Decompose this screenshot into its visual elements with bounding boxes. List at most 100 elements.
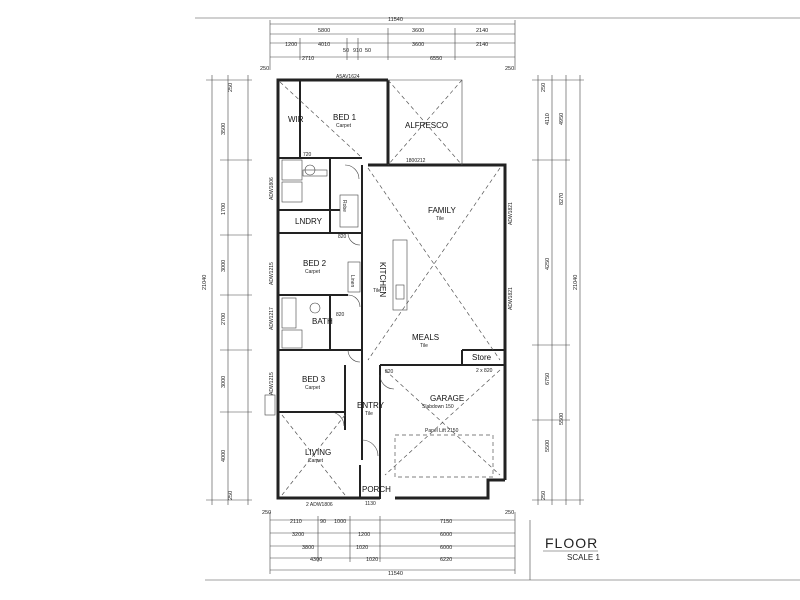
- left-seg-4-dim: 2700: [221, 313, 227, 325]
- room-garage-floor: Slabdown 150: [422, 404, 454, 410]
- window-top: A5AV1624: [336, 74, 360, 80]
- right-outer-3-dim: 5500: [559, 413, 565, 425]
- room-entry: ENTRY: [357, 401, 385, 410]
- top-row3-dim-2: 6550: [430, 56, 442, 62]
- left-edge-bottom-dim: 250: [228, 491, 234, 500]
- bathtub: [281, 297, 297, 329]
- roof-hip-lines: [279, 79, 501, 496]
- bottom-row1-dim-3: 1000: [334, 519, 346, 525]
- bottom-row2-dim-1: 3200: [292, 532, 304, 538]
- toilet-2: [309, 302, 321, 314]
- bottom-dimensions: 250 250 2110 90 1000 7150 3200 1200 6000…: [262, 510, 516, 577]
- shower: [281, 181, 303, 203]
- right-seg-1-dim: 4110: [545, 113, 551, 125]
- window-left-2: ADW1215: [269, 262, 275, 285]
- window-bottom: 2 ADW1806: [306, 502, 333, 508]
- room-living: LIVING: [305, 448, 331, 457]
- top-small-dim-3: 50: [365, 48, 371, 54]
- robe-cupboard: [339, 194, 359, 228]
- top-row2-dim-1: 1200: [285, 42, 297, 48]
- drawing-title: FLOOR: [545, 535, 598, 551]
- top-row2-dim-4: 2140: [476, 42, 488, 48]
- room-bed3: BED 3: [302, 375, 326, 384]
- bottom-row1-dim-4: 7150: [440, 519, 452, 525]
- vanity: [302, 169, 328, 177]
- top-small-dim-1: 50: [343, 48, 349, 54]
- door-sizes: 720 820 820 820 2 x 820 1130: [303, 152, 493, 507]
- top-row2-dim-3: 3600: [412, 42, 424, 48]
- room-meals-floor: Tile: [420, 343, 428, 349]
- door-size-5: 2 x 820: [476, 368, 493, 374]
- left-seg-2-dim: 1700: [221, 203, 227, 215]
- top-row1-dim-2: 3600: [412, 28, 424, 34]
- top-row1-dim-1: 5800: [318, 28, 330, 34]
- top-small-dim-2: 910: [353, 48, 362, 54]
- right-edge-top-dim: 250: [541, 83, 547, 92]
- door-swings: [329, 164, 395, 457]
- window-codes: A5AV1624 2 ADW1806 Panel Lift 2150 18002…: [269, 74, 514, 508]
- left-edge-top-dim: 250: [228, 83, 234, 92]
- bottom-row3-dim-3: 6000: [440, 545, 452, 551]
- left-overall-dim: 21040: [202, 275, 208, 290]
- garage-door-label: Panel Lift 2150: [425, 428, 459, 434]
- room-bed3-floor: Carpet: [305, 385, 321, 391]
- room-alfresco: ALFRESCO: [405, 121, 448, 130]
- bottom-overall-dim: 11540: [388, 571, 403, 577]
- bottom-row1-dim-2: 90: [320, 519, 326, 525]
- bottom-row4-dim-3: 6220: [440, 557, 452, 563]
- top-row1-dim-3: 2140: [476, 28, 488, 34]
- room-living-floor: Carpet: [308, 458, 324, 464]
- rainwater-tank: [264, 394, 276, 416]
- kitchen-island: [392, 239, 408, 311]
- bottom-edge-left-dim: 250: [262, 510, 271, 516]
- door-size-2: 820: [338, 234, 347, 240]
- bottom-row4-dim-1: 4300: [310, 557, 322, 563]
- laundry-tub: [281, 159, 303, 181]
- top-row3-dim-1: 2710: [302, 56, 314, 62]
- kitchen-sink: [395, 284, 405, 300]
- top-row2-dim-2: 4010: [318, 42, 330, 48]
- bottom-edge-right-dim: 250: [505, 510, 514, 516]
- right-outer-1-dim: 4950: [559, 113, 565, 125]
- door-size-3: 820: [336, 312, 345, 318]
- left-seg-3-dim: 3000: [221, 260, 227, 272]
- label-robe: Robe: [341, 200, 347, 212]
- bottom-row4-dim-2: 1020: [366, 557, 378, 563]
- right-dimensions: 21040 4110 4250 6750 4950 8270 5500 5500…: [532, 75, 584, 505]
- room-lndry: LNDRY: [295, 217, 323, 226]
- room-store: Store: [472, 353, 492, 362]
- bottom-row3-dim-1: 3800: [302, 545, 314, 551]
- room-entry-floor: Tile: [365, 411, 373, 417]
- bath-shower: [281, 329, 303, 349]
- right-seg-2-dim: 4250: [545, 258, 551, 270]
- interior-walls: [278, 80, 505, 480]
- window-left-3: ADW1217: [269, 307, 275, 330]
- right-edge-bottom-dim: 250: [541, 491, 547, 500]
- door-size-4: 820: [385, 369, 394, 375]
- right-overall-dim: 21040: [573, 275, 579, 290]
- room-kitchen: KITCHEN: [378, 262, 387, 297]
- window-right-1: ADW1821: [508, 202, 514, 225]
- room-bed1-floor: Carpet: [336, 123, 352, 129]
- room-family: FAMILY: [428, 206, 457, 215]
- window-left-4: ADW1215: [269, 372, 275, 395]
- room-bed2-floor: Carpet: [305, 269, 321, 275]
- top-edge-right-dim: 250: [505, 66, 514, 72]
- room-meals: MEALS: [412, 333, 439, 342]
- room-porch: PORCH: [362, 485, 391, 494]
- title-block: FLOOR SCALE 1: [529, 520, 600, 580]
- left-seg-6-dim: 4000: [221, 450, 227, 462]
- room-garage: GARAGE: [430, 394, 464, 403]
- window-left-1: ADW1806: [269, 177, 275, 200]
- bottom-row3-dim-2: 1020: [356, 545, 368, 551]
- room-labels: WIR BED 1 Carpet ALFRESCO FAMILY Tile LN…: [288, 113, 492, 494]
- top-dimensions: 11540 5800 3600 2140 1200 4010 3600 2140…: [260, 17, 516, 72]
- room-wir: WIR: [288, 115, 304, 124]
- bottom-row2-dim-3: 6000: [440, 532, 452, 538]
- exterior-walls: [276, 78, 507, 500]
- room-bed2: BED 2: [303, 259, 327, 268]
- left-dimensions: 21040 3500 1700 3000 2700 3000 4000 250 …: [202, 75, 252, 505]
- door-size-1: 720: [303, 152, 312, 158]
- room-bed1: BED 1: [333, 113, 357, 122]
